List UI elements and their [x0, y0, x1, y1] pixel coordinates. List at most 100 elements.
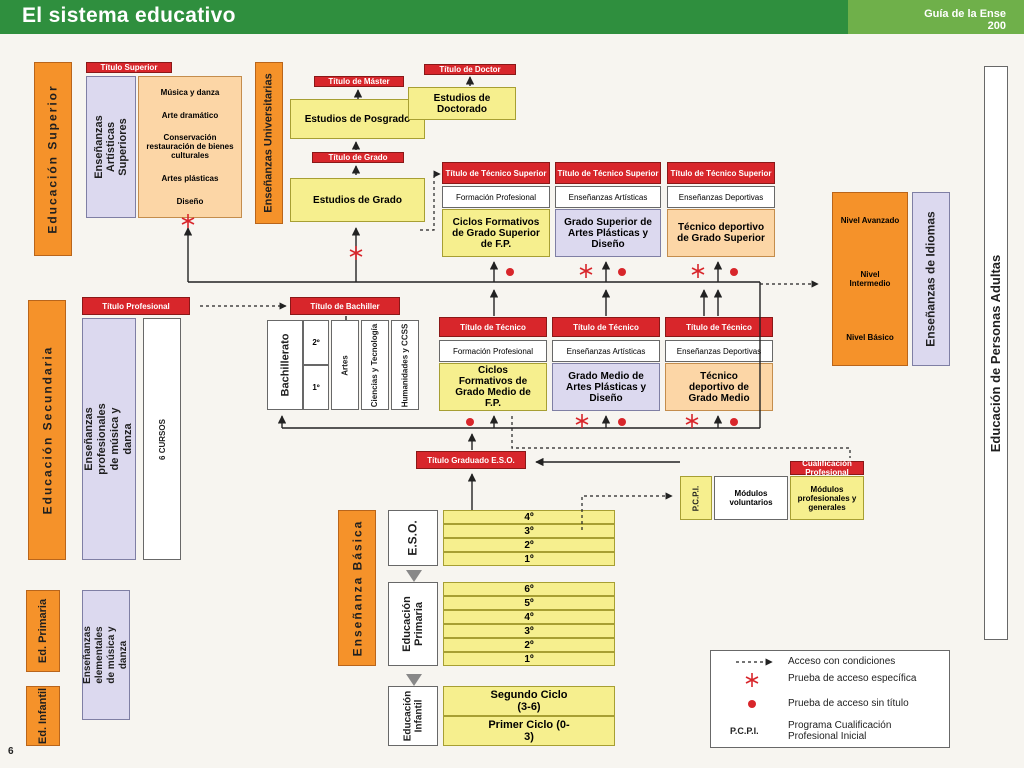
ts-dep-body: Técnico deportivo de Grado Superior	[667, 209, 775, 257]
adultas-label: Educación de Personas Adultas	[988, 254, 1004, 452]
infantil-label: Educación Infantil	[402, 690, 425, 742]
modalidad-humanidades: Humanidades y CCSS	[391, 320, 419, 410]
t-dep-head: Título de Técnico	[665, 317, 773, 337]
superior-side-label: Educación Superior	[46, 84, 61, 234]
titulo-bachiller-tag: Título de Bachiller	[290, 297, 400, 315]
header-bar	[0, 0, 848, 34]
adultas-panel: Educación de Personas Adultas	[984, 66, 1008, 640]
ts-art-head: Título de Técnico Superior	[555, 162, 661, 184]
nivel-intermedio: Nivel Intermedio	[849, 269, 891, 288]
nivel-avanzado: Nivel Avanzado	[840, 215, 900, 225]
prim-year-6: 6º	[443, 582, 615, 596]
profesionales-box: Enseñanzas profesionales de música y dan…	[82, 318, 136, 560]
guide-year: 200	[987, 20, 1006, 32]
ed-infantil-side: Ed. Infantil	[26, 686, 60, 746]
bachillerato-label: Bachillerato	[279, 333, 291, 397]
eso-year-3: 3º	[443, 524, 615, 538]
nivel-basico: Nivel Básico	[846, 333, 894, 343]
prim-year-2: 2º	[443, 638, 615, 652]
titulo-master-tag: Título de Máster	[314, 76, 404, 87]
ts-dep-sub: Enseñanzas Deportivas	[667, 186, 775, 208]
primaria-label-box: Educación Primaria	[388, 582, 438, 666]
titulo-superior-tag: Título Superior	[86, 62, 172, 73]
universitarias-label: Enseñanzas Universitarias	[263, 73, 275, 213]
legend-pcpi-abbr: P.C.P.I.	[730, 726, 759, 736]
ed-infantil-label: Ed. Infantil	[37, 687, 50, 745]
legend-sin-titulo: Prueba de acceso sin título	[788, 698, 909, 709]
t-art-body: Grado Medio de Artes Plásticas y Diseño	[552, 363, 660, 411]
secundaria-side-label: Educación Secundaria	[40, 345, 54, 515]
pcpi-label: P.C.P.I.	[691, 485, 701, 511]
modalidad-ciencias: Ciencias y Tecnología	[361, 320, 389, 410]
modalidad-artes-label: Artes	[340, 354, 350, 376]
eso-year-2: 2º	[443, 538, 615, 552]
infantil-label-box: Educación Infantil	[388, 686, 438, 746]
primaria-label: Educación Primaria	[401, 596, 425, 652]
titulo-grado-tag: Título de Grado	[312, 152, 404, 163]
modalidad-artes: Artes	[331, 320, 359, 410]
guide-name: Guía de la Ense	[924, 8, 1006, 20]
bach-year-2: 2º	[303, 320, 329, 365]
doctorado-box: Estudios de Doctorado	[408, 87, 516, 120]
t-dep-sub: Enseñanzas Deportivas	[665, 340, 773, 362]
titulo-doctor-tag: Título de Doctor	[424, 64, 516, 75]
prim-year-5: 5º	[443, 596, 615, 610]
cursos-box: 6 CURSOS	[143, 318, 181, 560]
bachillerato-box: Bachillerato	[267, 320, 303, 410]
eso-label-box: E.S.O.	[388, 510, 438, 566]
ts-dep-head: Título de Técnico Superior	[667, 162, 775, 184]
basica-side-label: Enseñanza Básica	[350, 519, 364, 657]
artisticas-superiores: Enseñanzas Artísticas Superiores	[86, 76, 136, 218]
t-art-sub: Enseñanzas Artísticas	[552, 340, 660, 362]
modulos-voluntarios: Módulos voluntarios	[714, 476, 788, 520]
bach-year-1: 1º	[303, 365, 329, 410]
item-diseno: Diseño	[176, 197, 204, 207]
eso-year-1: 1º	[443, 552, 615, 566]
elementales-label: Enseñanzas elementales de música y danza	[82, 626, 129, 684]
eso-label: E.S.O.	[406, 520, 420, 556]
item-artes-plasticas: Artes plásticas	[161, 174, 219, 184]
pcpi-box: P.C.P.I.	[680, 476, 712, 520]
prim-year-3: 3º	[443, 624, 615, 638]
prim-year-4: 4º	[443, 610, 615, 624]
primer-ciclo: Primer Ciclo (0-3)	[443, 716, 615, 746]
titulo-profesional-tag: Título Profesional	[82, 297, 190, 315]
modulos-profesionales: Módulos profesionales y generales	[790, 476, 864, 520]
eso-year-4: 4º	[443, 510, 615, 524]
page-title: El sistema educativo	[22, 4, 236, 27]
prim-year-1: 1º	[443, 652, 615, 666]
modalidad-ciencias-label: Ciencias y Tecnología	[370, 323, 380, 407]
cualificacion-tag: Cualificación Profesional	[790, 459, 864, 477]
idiomas-side: Enseñanzas de Idiomas	[912, 192, 950, 366]
modalidad-humanidades-label: Humanidades y CCSS	[400, 323, 410, 407]
artisticas-label: Enseñanzas Artísticas Superiores	[93, 115, 129, 179]
titulo-eso-tag: Título Graduado E.S.O.	[416, 451, 526, 469]
idiomas-side-label: Enseñanzas de Idiomas	[924, 211, 939, 347]
t-dep-body: Técnico deportivo de Grado Medio	[665, 363, 773, 411]
item-arte-dramatico: Arte dramático	[161, 110, 219, 120]
cursos-label: 6 CURSOS	[157, 418, 167, 460]
segundo-ciclo: Segundo Ciclo (3-6)	[443, 686, 615, 716]
legend-especifica: Prueba de acceso específica	[788, 673, 917, 684]
artisticas-list: Música y danza Arte dramático Conservaci…	[138, 76, 242, 218]
legend-pcpi: Programa Cualificación Profesional Inici…	[788, 720, 892, 742]
ed-primaria-label: Ed. Primaria	[37, 598, 50, 664]
t-fp-head: Título de Técnico	[439, 317, 547, 337]
posgrado-box: Estudios de Posgrado	[290, 99, 425, 139]
elementales-box: Enseñanzas elementales de música y danza	[82, 590, 130, 720]
superior-side: Educación Superior	[34, 62, 72, 256]
item-musica: Música y danza	[160, 87, 220, 97]
page-number: 6	[8, 746, 14, 757]
ts-art-body: Grado Superior de Artes Plásticas y Dise…	[555, 209, 661, 257]
t-fp-sub: Formación Profesional	[439, 340, 547, 362]
guide-title: Guía de la Ense 200	[924, 8, 1006, 32]
secundaria-side: Educación Secundaria	[28, 300, 66, 560]
ts-fp-body: Ciclos Formativos de Grado Superior de F…	[442, 209, 550, 257]
grado-box: Estudios de Grado	[290, 178, 425, 222]
ts-fp-head: Título de Técnico Superior	[442, 162, 550, 184]
item-conservacion: Conservación restauración de bienes cult…	[146, 133, 234, 161]
universitarias-side: Enseñanzas Universitarias	[255, 62, 283, 224]
header-decor	[848, 0, 1024, 34]
legend-acceso: Acceso con condiciones	[788, 656, 896, 667]
legend-box	[710, 650, 950, 748]
